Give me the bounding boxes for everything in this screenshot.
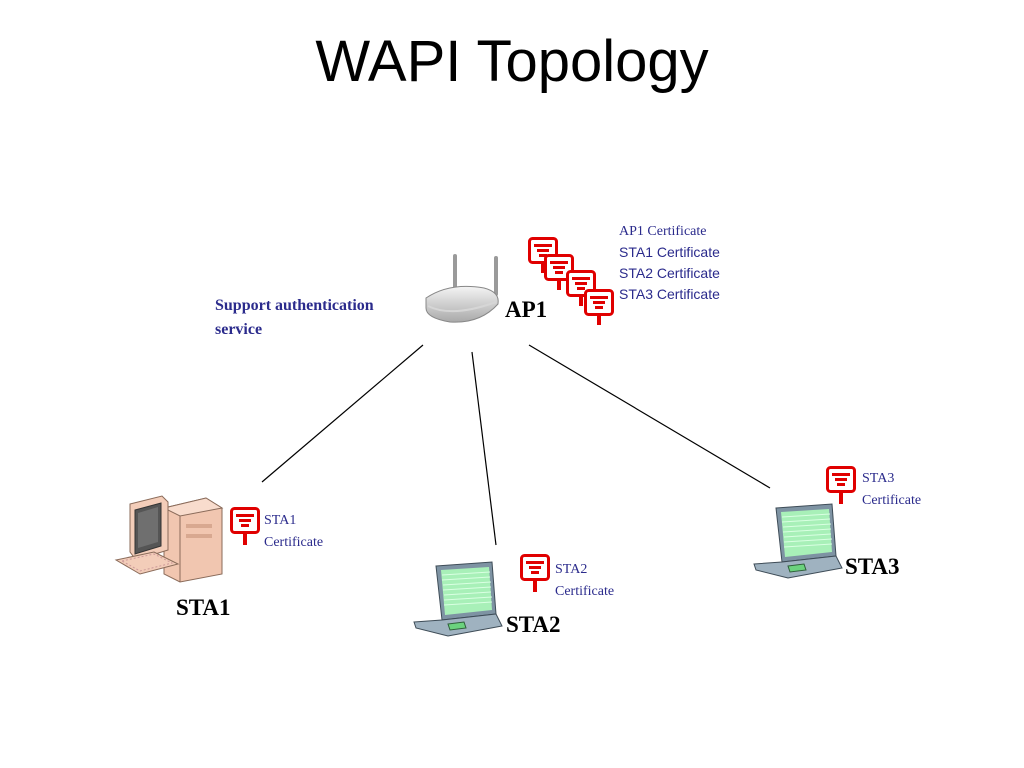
sta1-cert-line2: Certificate <box>264 535 324 550</box>
ap1-certificate-list: AP1 Certificate STA1 Certificate STA2 Ce… <box>619 221 720 305</box>
sta3-cert-line2: Certificate <box>862 493 922 508</box>
ap1-support-note: Support authentication service <box>215 294 374 342</box>
certificate-icon <box>584 289 614 325</box>
sta2-label: STA2 <box>506 612 561 637</box>
certificate-icon <box>826 466 856 504</box>
certificate-icon <box>520 554 550 592</box>
sta3-label: STA3 <box>845 554 900 579</box>
sta2-cert-line2: Certificate <box>555 584 615 599</box>
ap1-label: AP1 <box>505 297 548 322</box>
wireless-router-icon <box>425 254 499 323</box>
certificate-list-item: STA2 Certificate <box>619 265 720 281</box>
link-ap1-sta3 <box>528 344 771 489</box>
laptop-icon <box>753 503 843 579</box>
sta2-certificate-label: STA2 Certificate <box>555 559 614 603</box>
certificate-list-item: AP1 Certificate <box>619 224 707 239</box>
sta3-cert-line1: STA3 <box>862 471 895 486</box>
sta1-label: STA1 <box>176 595 231 620</box>
support-note-line2: service <box>215 321 263 338</box>
link-ap1-sta2 <box>471 351 497 546</box>
link-ap1-sta1 <box>261 344 424 483</box>
laptop-icon <box>413 561 503 637</box>
sta1-certificate-label: STA1 Certificate <box>264 510 323 554</box>
desktop-computer-icon <box>114 495 224 583</box>
slide-title: WAPI Topology <box>315 29 709 94</box>
sta1-cert-line1: STA1 <box>264 513 297 528</box>
support-note-line1: Support authentication <box>215 297 374 314</box>
sta3-certificate-label: STA3 Certificate <box>862 468 921 512</box>
certificate-icon <box>230 507 260 545</box>
certificate-list-item: STA3 Certificate <box>619 286 720 302</box>
certificate-list-item: STA1 Certificate <box>619 244 720 260</box>
certificate-icon <box>544 254 574 290</box>
sta2-cert-line1: STA2 <box>555 562 588 577</box>
